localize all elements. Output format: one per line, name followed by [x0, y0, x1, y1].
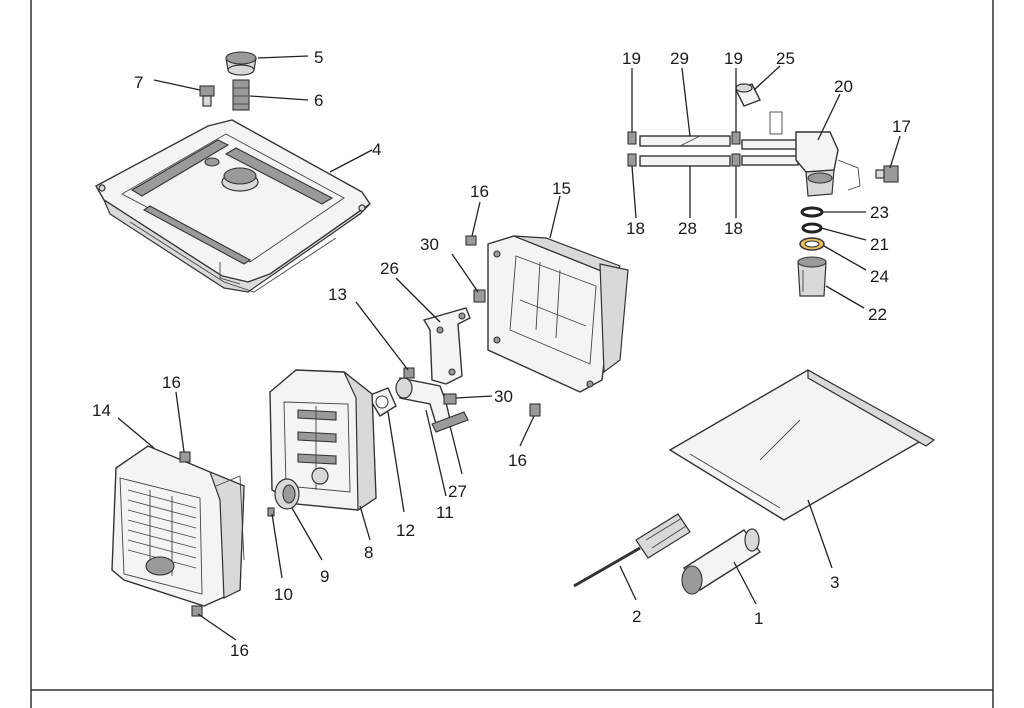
- callout-26: 26: [380, 259, 399, 278]
- callout-5: 5: [314, 48, 323, 67]
- bolt-7: [199, 85, 215, 107]
- nut-13: [403, 367, 415, 379]
- callout-16-bracket-top: 16: [470, 182, 489, 201]
- callout-23: 23: [870, 203, 889, 222]
- callout-17: 17: [892, 117, 911, 136]
- gasket-27: [431, 411, 469, 433]
- callout-18-right: 18: [724, 219, 743, 238]
- callout-7: 7: [134, 73, 143, 92]
- fuel-cup-22: [797, 256, 827, 297]
- callout-27: 27: [448, 482, 467, 501]
- callout-30-lower: 30: [494, 387, 513, 406]
- muffler-8: [269, 369, 377, 512]
- nut-30-top: [473, 289, 486, 303]
- exhaust-pipe-11: [395, 377, 451, 425]
- nut-30-lower: [443, 393, 457, 405]
- callout-labels: 5 7 6 4 19 29 19 25 20 17 18 28 18 23 21…: [92, 48, 911, 660]
- callout-21: 21: [870, 235, 889, 254]
- callout-6: 6: [314, 91, 323, 110]
- o-ring-23: [800, 206, 824, 218]
- muffler-cover-14: [111, 445, 245, 607]
- page-border: [30, 0, 994, 708]
- plug-wrench-1: [681, 528, 762, 595]
- callout-4: 4: [372, 140, 381, 159]
- washer-21: [801, 222, 823, 234]
- callout-18-left: 18: [626, 219, 645, 238]
- nut-16-top: [465, 235, 477, 246]
- callout-16-cover-bottom: 16: [230, 641, 249, 660]
- gasket-24: [799, 237, 825, 251]
- callout-24: 24: [870, 267, 889, 286]
- callout-19-right: 19: [724, 49, 743, 68]
- callout-2: 2: [632, 607, 641, 626]
- callout-16-cover-top: 16: [162, 373, 181, 392]
- callout-25: 25: [776, 49, 795, 68]
- gasket-12: [366, 387, 397, 417]
- callout-19-left: 19: [622, 49, 641, 68]
- fuel-strainer: [232, 79, 250, 111]
- callout-9: 9: [320, 567, 329, 586]
- callout-29: 29: [670, 49, 689, 68]
- callout-28: 28: [678, 219, 697, 238]
- callout-1: 1: [754, 609, 763, 628]
- spark-arrestor-9: [274, 478, 300, 510]
- fuel-tank: [95, 119, 371, 293]
- callout-15: 15: [552, 179, 571, 198]
- callout-16-bracket-bottom: 16: [508, 451, 527, 470]
- nut-16-right: [529, 403, 541, 417]
- callout-8: 8: [364, 543, 373, 562]
- fuel-cap: [225, 51, 257, 76]
- callout-30-top: 30: [420, 235, 439, 254]
- callout-20: 20: [834, 77, 853, 96]
- callout-13: 13: [328, 285, 347, 304]
- stay-26: [422, 307, 471, 385]
- fuel-hoses: [627, 131, 799, 167]
- callout-10: 10: [274, 585, 293, 604]
- screw-16-cover-top: [179, 451, 191, 463]
- callout-3: 3: [830, 573, 839, 592]
- callout-22: 22: [868, 305, 887, 324]
- screw-16-cover-bottom: [191, 605, 203, 617]
- muffler-bracket: [487, 235, 629, 393]
- screw-10: [267, 507, 275, 517]
- callout-14: 14: [92, 401, 111, 420]
- screwdriver-2: [573, 513, 691, 588]
- leader-lines: [117, 55, 901, 641]
- callout-11: 11: [436, 503, 454, 522]
- screw-17: [875, 165, 899, 183]
- fuel-cock: [769, 111, 861, 197]
- tool-bag-3: [668, 368, 936, 521]
- callout-12: 12: [396, 521, 415, 540]
